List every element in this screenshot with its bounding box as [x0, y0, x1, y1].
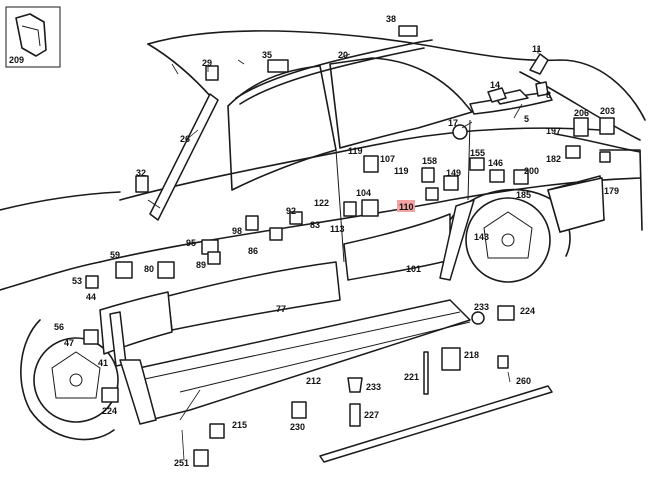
callout-5: 5	[524, 114, 529, 124]
quarter-molding-5	[469, 89, 553, 115]
callout-209: 209	[9, 55, 24, 65]
callout-143: 143	[474, 232, 489, 242]
callout-59: 59	[110, 250, 120, 260]
callout-185: 185	[516, 190, 531, 200]
callout-221: 221	[404, 372, 419, 382]
callout-197: 197	[546, 126, 561, 136]
callout-146: 146	[488, 158, 503, 168]
callout-230: 230	[290, 422, 305, 432]
callout-215: 215	[232, 420, 247, 430]
front-panel-80	[99, 291, 173, 367]
highlight-box	[397, 200, 415, 212]
callout-86: 86	[248, 246, 258, 256]
callout-104: 104	[356, 188, 371, 198]
callout-8: 8	[546, 90, 551, 100]
callout-119b: 119	[394, 166, 409, 176]
callout-92: 92	[286, 206, 296, 216]
inset-box: 209	[5, 6, 61, 68]
callout-233b: 233	[366, 382, 381, 392]
callout-83: 83	[310, 220, 320, 230]
callout-251: 251	[174, 458, 189, 468]
callout-20: 20	[338, 50, 348, 60]
callout-182: 182	[546, 154, 561, 164]
callout-122: 122	[314, 198, 329, 208]
callout-149: 149	[446, 168, 461, 178]
callout-26: 26	[180, 134, 190, 144]
callout-14: 14	[490, 80, 500, 90]
roof-molding-20	[235, 39, 433, 105]
callout-113: 113	[330, 224, 345, 234]
callout-224b: 224	[102, 406, 117, 416]
callout-200: 200	[524, 166, 539, 176]
callout-260: 260	[516, 376, 531, 386]
callout-155: 155	[470, 148, 485, 158]
callout-77: 77	[276, 304, 286, 314]
callout-35: 35	[262, 50, 272, 60]
wheel-arch-trim-143	[439, 199, 475, 281]
callout-224a: 224	[520, 306, 535, 316]
callout-47: 47	[64, 338, 74, 348]
callout-212: 212	[306, 376, 321, 386]
callout-89: 89	[196, 260, 206, 270]
front-door-molding-77	[167, 261, 341, 331]
callout-227: 227	[364, 410, 379, 420]
callout-218: 218	[464, 350, 479, 360]
callout-101: 101	[406, 264, 421, 274]
callout-179: 179	[604, 186, 619, 196]
callout-206: 206	[574, 108, 589, 118]
callout-56: 56	[54, 322, 64, 332]
callout-53: 53	[72, 276, 82, 286]
callout-95: 95	[186, 238, 196, 248]
front-wheel	[20, 319, 119, 441]
callout-32: 32	[136, 168, 146, 178]
rear-door-molding-101	[343, 213, 451, 281]
callout-119a: 119	[348, 146, 363, 156]
callout-158: 158	[422, 156, 437, 166]
callout-11: 11	[532, 44, 542, 54]
sill-strip-260	[319, 385, 553, 463]
callout-233a: 233	[474, 302, 489, 312]
pillar-molding-26	[147, 93, 219, 221]
fasteners	[83, 25, 615, 467]
callout-38: 38	[386, 14, 396, 24]
callout-17: 17	[448, 118, 458, 128]
callout-labels: 38 35 20 29 11 14 8 5 26 17 206 203 197 …	[54, 14, 619, 468]
callout-29: 29	[202, 58, 212, 68]
callout-98: 98	[232, 226, 242, 236]
callout-107: 107	[380, 154, 395, 164]
callout-80: 80	[144, 264, 154, 274]
car-body	[0, 30, 646, 291]
callout-41: 41	[98, 358, 108, 368]
sill-lower-trim	[119, 359, 157, 425]
rear-panel-179	[547, 177, 605, 233]
callout-110: 110	[399, 202, 414, 212]
callout-44: 44	[86, 292, 96, 302]
callout-203: 203	[600, 106, 615, 116]
